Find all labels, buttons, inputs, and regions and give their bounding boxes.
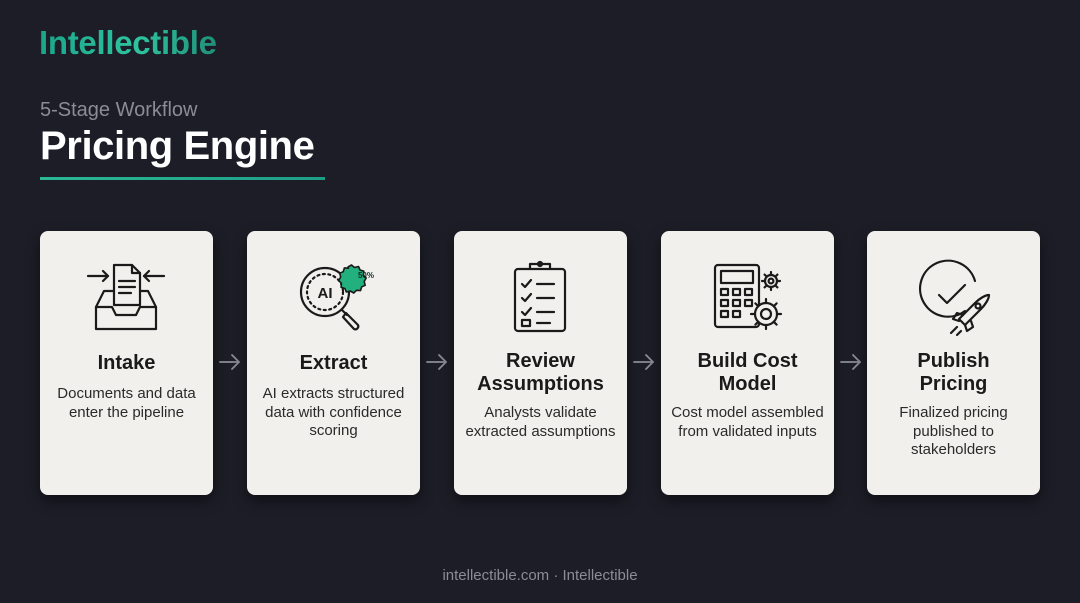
stage-card-review-assumptions: Review Assumptions Analysts validate ext…: [454, 231, 627, 495]
stage-title: Publish Pricing: [917, 350, 990, 395]
confidence-badge: 50%: [357, 271, 374, 280]
arrow-right-icon: [840, 354, 861, 370]
page-title: Pricing Engine: [40, 124, 315, 168]
arrow-right-icon: [219, 354, 240, 370]
stage-card-publish-pricing: Publish Pricing Finalized pricing publis…: [867, 231, 1040, 495]
stage-title: Intake: [97, 352, 156, 374]
clipboard-checklist-icon: [513, 260, 567, 333]
stage-card-extract: AI 50% Extract AI extracts structured da…: [247, 231, 420, 495]
stage-title: Build Cost Model: [697, 350, 798, 395]
arrow-right-icon: [633, 354, 654, 370]
inbox-documents-icon: [86, 263, 166, 331]
footer-text: intellectible.com · Intellectible: [442, 567, 638, 584]
stage-description: Finalized pricing published to stakehold…: [899, 404, 1008, 458]
stage-description: Documents and data enter the pipeline: [57, 385, 196, 421]
page-subtitle: 5-Stage Workflow: [40, 99, 198, 121]
stage-card-intake: Intake Documents and data enter the pipe…: [40, 231, 213, 495]
check-rocket-icon: [919, 259, 991, 337]
svg-text:AI: AI: [318, 285, 333, 302]
title-underline: [40, 177, 325, 180]
brand-logo: Intellectible: [39, 24, 217, 61]
arrow-right-icon: [426, 354, 447, 370]
stage-description: AI extracts structured data with confide…: [262, 385, 405, 439]
stage-title: Review Assumptions: [477, 350, 604, 395]
ai-magnifier-icon: AI: [299, 264, 367, 331]
stage-description: Analysts validate extracted assumptions: [465, 404, 616, 440]
stage-description: Cost model assembled from validated inpu…: [671, 404, 824, 440]
stage-card-build-cost-model: Build Cost Model Cost model assembled fr…: [661, 231, 834, 495]
stage-title: Extract: [299, 352, 368, 374]
calculator-gear-icon: [713, 263, 783, 331]
